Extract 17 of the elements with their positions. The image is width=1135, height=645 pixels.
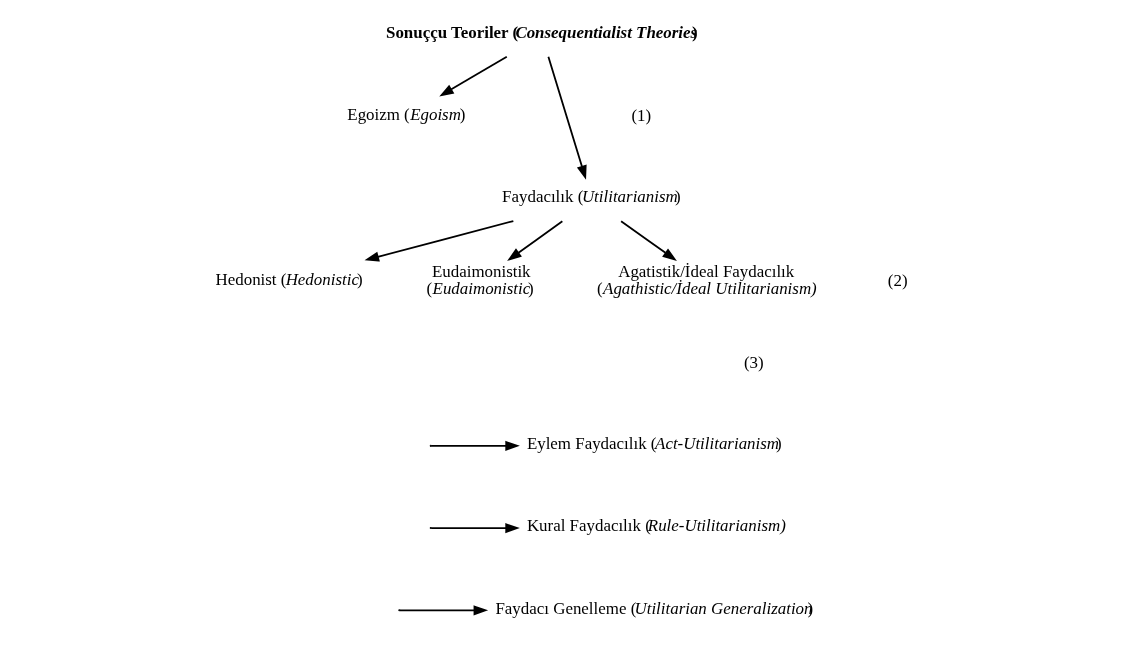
arrow (547, 55, 587, 180)
label: (1) (630, 106, 651, 126)
label: (2) (887, 270, 908, 290)
node-text: Eudaimonistik (Eudaimonistic) (426, 261, 534, 298)
node-text: Hedonist (Hedonistic) (215, 269, 363, 289)
arrow (364, 220, 514, 262)
arrow (398, 605, 488, 616)
arrow (619, 220, 677, 261)
node-text: Faydacılık (Utilitarianism) (501, 187, 681, 207)
node-text: Agatistik/İdeal Faydacılık (Agathistic/İdeal Utilitarianism) (596, 261, 817, 298)
label: (3) (743, 353, 764, 373)
arrow (438, 55, 508, 97)
node-text: Egoizm (Egoism) (346, 105, 465, 125)
arrow (429, 440, 520, 451)
arrow (506, 220, 563, 261)
node-text: Eylem Faydacılık (Act-Utilitarianism) (526, 434, 782, 454)
arrow (429, 523, 520, 534)
